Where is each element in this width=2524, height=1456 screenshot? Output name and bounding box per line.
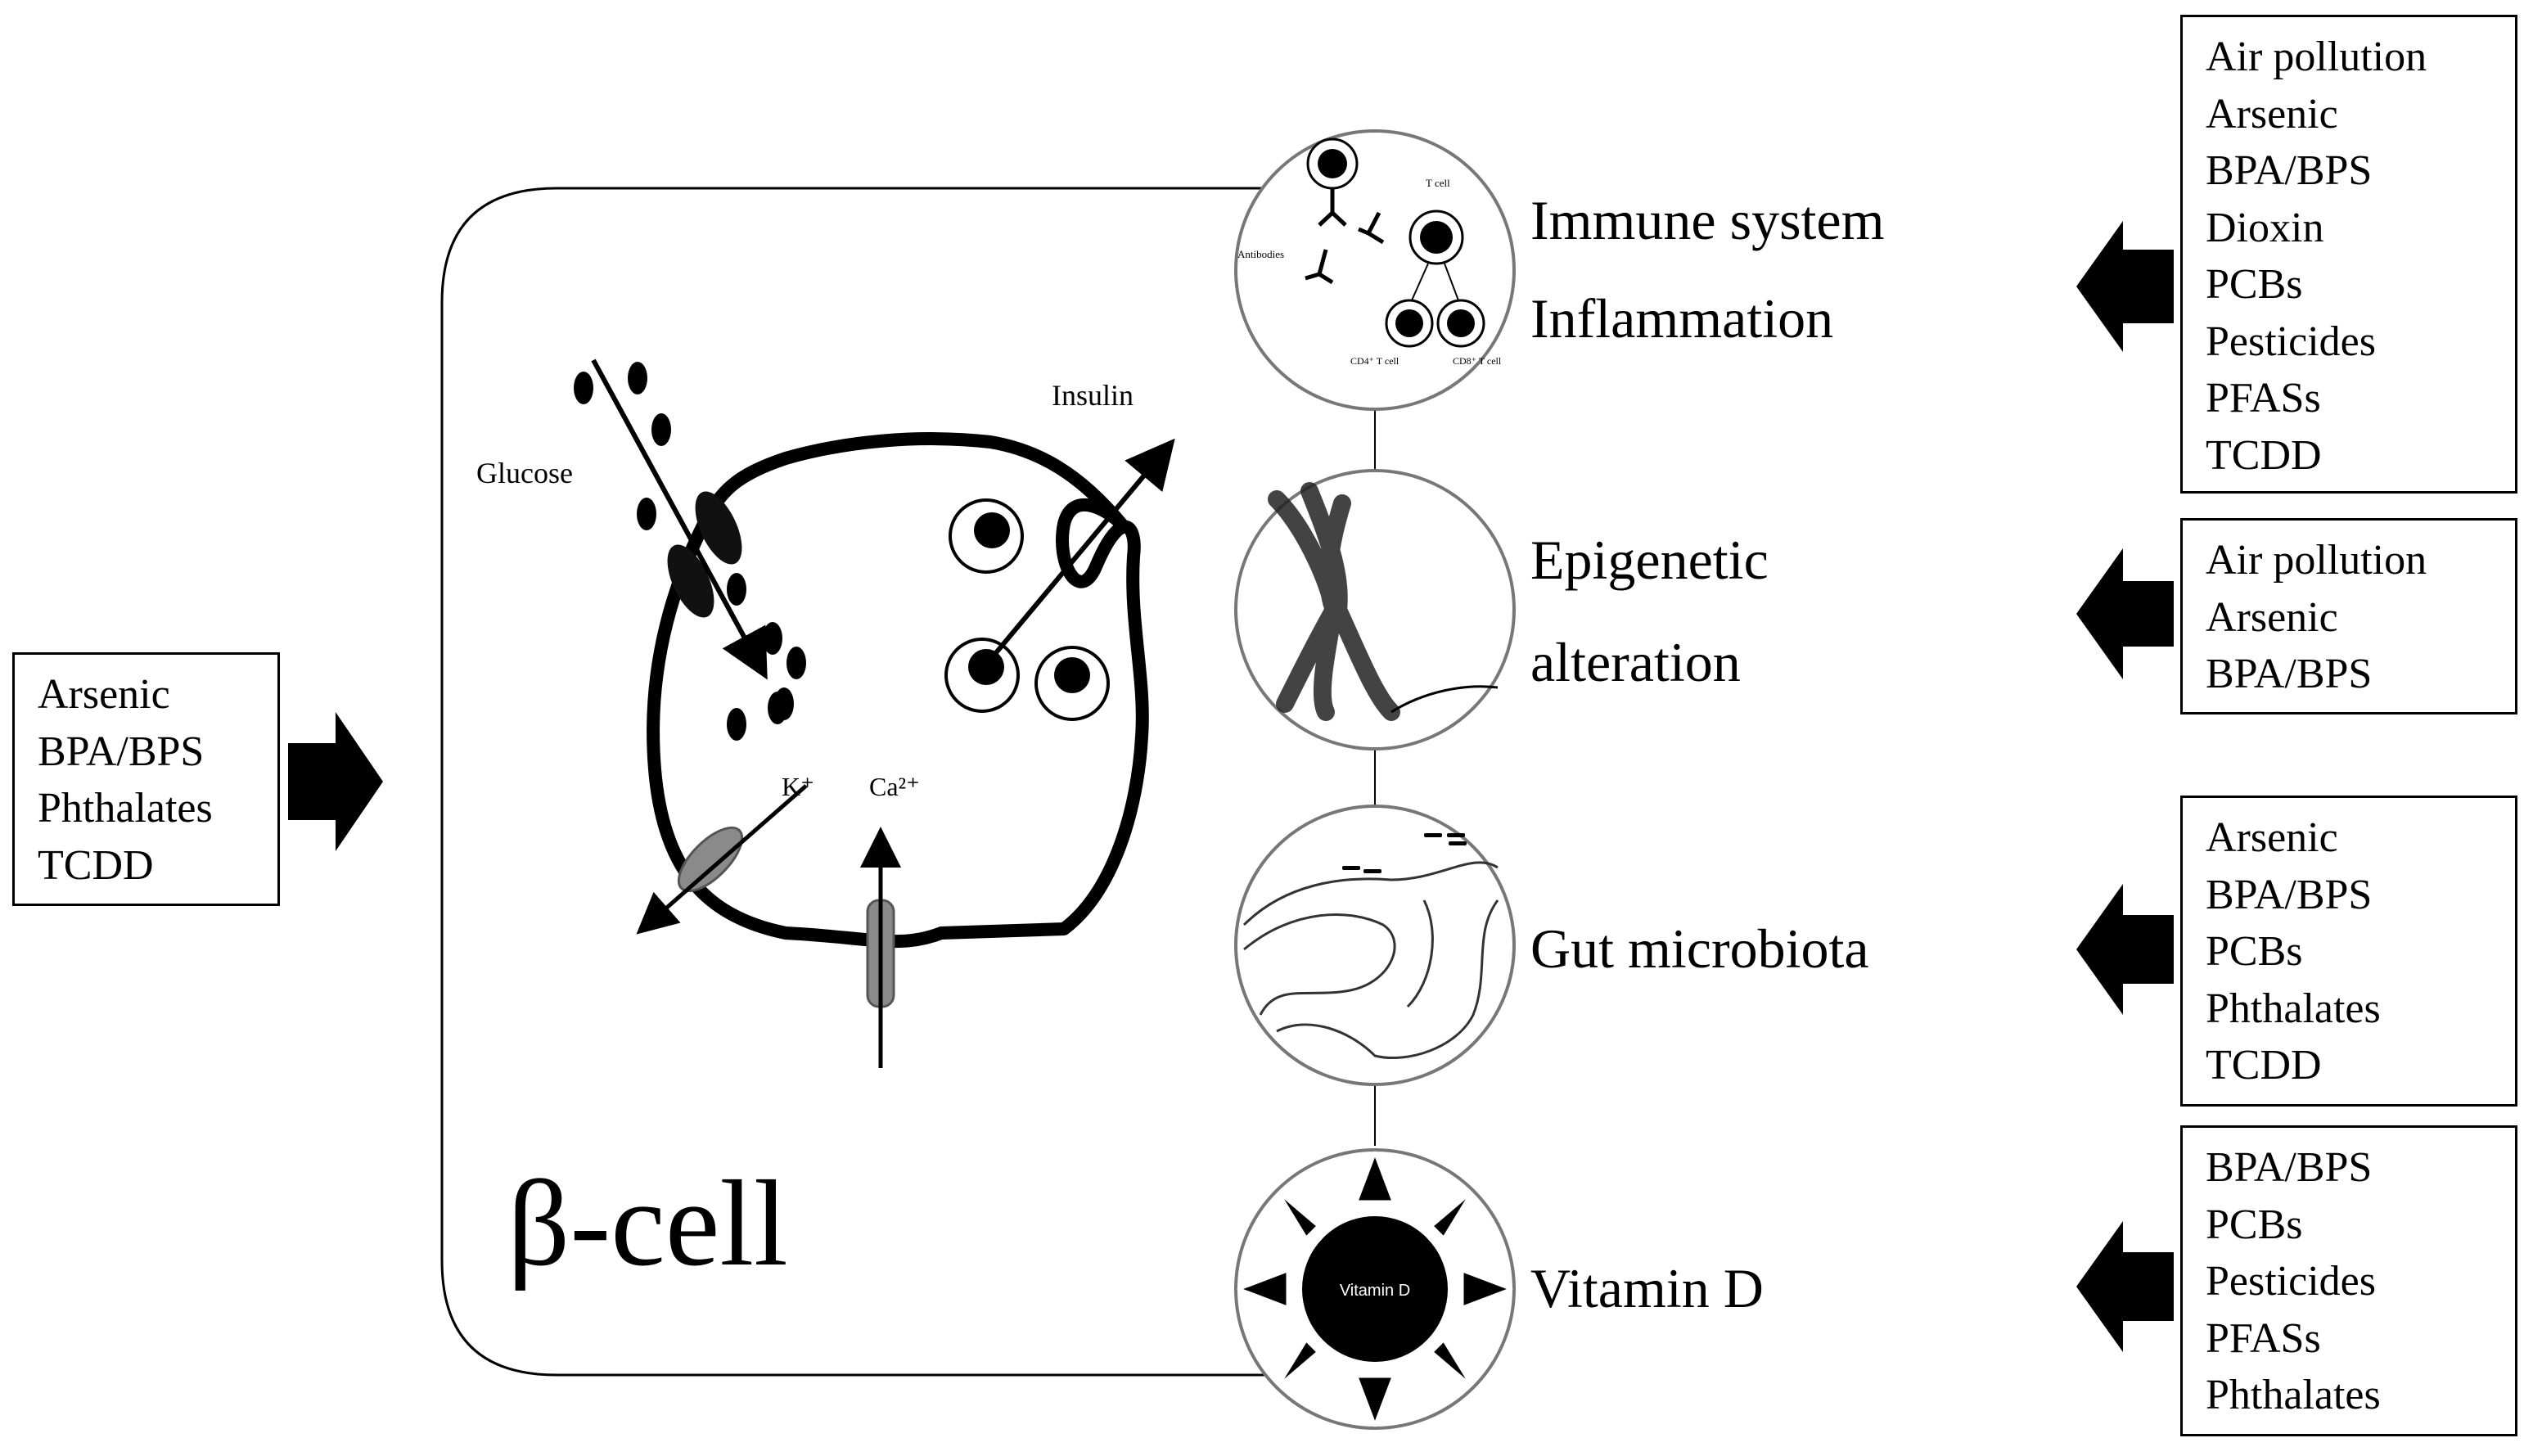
factor-label-inflammation: Inflammation (1530, 287, 1834, 349)
beta-cell-title: β-cell (507, 1156, 788, 1291)
chemical-item: PCBs (2206, 928, 2303, 975)
chemical-item: Air pollution (2206, 537, 2427, 584)
epigenetic-circle (1234, 469, 1516, 751)
chemical-item: Phthalates (2206, 985, 2381, 1032)
insulin-granules (944, 498, 1110, 721)
chemical-item: PCBs (2206, 261, 2303, 308)
chemical-item: Air pollution (2206, 34, 2427, 80)
k-channel (677, 826, 744, 893)
chemical-item: TCDD (2206, 1042, 2322, 1089)
factor-label-immune: Immune system (1530, 189, 1885, 251)
chemical-item: Phthalates (38, 785, 213, 832)
right-input-arrow-4 (2076, 1221, 2174, 1352)
chemical-item: Dioxin (2206, 204, 2324, 251)
intestine-icon (1242, 861, 1499, 1060)
chemical-item: Arsenic (2206, 90, 2338, 137)
immune-inset-label: CD8⁺ T cell (1453, 355, 1502, 367)
factor-label-gut: Gut microbiota (1530, 917, 1869, 980)
chemical-item: TCDD (38, 841, 154, 889)
chromosome-icon (1268, 482, 1400, 721)
immune-inset-label: CD4⁺ T cell (1350, 355, 1399, 367)
chemical-item: PFASs (2206, 1314, 2321, 1362)
immune-system-circle: T cell Antibodies CD4⁺ T cell CD8⁺ T cel… (1234, 129, 1516, 411)
chemical-item: BPA/BPS (2206, 871, 2373, 918)
factor-label-vitamin-d: Vitamin D (1530, 1257, 1764, 1319)
factor-label-alteration: alteration (1530, 631, 1741, 693)
k-arrow (636, 784, 808, 935)
potassium-label: K⁺ (782, 772, 814, 801)
immune-inset-label: Antibodies (1237, 248, 1284, 260)
vitamin-d-sun-icon (1297, 1211, 1453, 1367)
chemical-item: Arsenic (38, 671, 170, 718)
glucose-transporter (667, 544, 714, 618)
vitamin-d-inset-label: Vitamin D (1340, 1282, 1410, 1300)
vitamin-d-chemicals-box: BPA/BPS PCBs Pesticides PFASs Phthalates (2180, 1125, 2517, 1436)
chemical-item: BPA/BPS (38, 728, 205, 775)
immune-chemicals-box: Air pollution Arsenic BPA/BPS Dioxin PCB… (2180, 15, 2517, 494)
insulin-arrow (992, 438, 1175, 656)
right-input-arrow-3 (2076, 884, 2174, 1015)
vitamin-d-circle: Vitamin D (1234, 1148, 1516, 1430)
chemical-item: BPA/BPS (2206, 1144, 2373, 1191)
chemical-item: TCDD (2206, 431, 2322, 479)
chemical-item: Pesticides (2206, 318, 2376, 365)
left-chemicals-box: Arsenic BPA/BPS Phthalates TCDD (12, 652, 280, 906)
factor-label-epigenetic: Epigenetic (1530, 529, 1769, 591)
right-input-arrow-2 (2076, 548, 2174, 679)
chemical-item: PFASs (2206, 375, 2321, 421)
beta-cell-frame (440, 187, 1277, 1377)
insulin-label: Insulin (1052, 379, 1134, 412)
right-input-arrow-1 (2076, 221, 2174, 352)
chemical-item: Arsenic (2206, 593, 2338, 641)
calcium-label: Ca²⁺ (869, 772, 920, 801)
chemical-item: Pesticides (2206, 1258, 2376, 1305)
glucose-transporter (695, 491, 742, 565)
glucose-label: Glucose (476, 457, 573, 489)
chemical-item: BPA/BPS (2206, 651, 2373, 697)
chemical-item: PCBs (2206, 1201, 2303, 1248)
left-input-arrow (288, 712, 383, 851)
epigenetic-chemicals-box: Air pollution Arsenic BPA/BPS (2180, 518, 2517, 714)
glucose-arrow (591, 358, 768, 680)
glucose-molecules (574, 362, 806, 741)
gut-microbiota-circle (1234, 805, 1516, 1086)
chemical-item: BPA/BPS (2206, 147, 2373, 194)
chemical-item: Phthalates (2206, 1372, 2381, 1418)
chemical-item: Arsenic (2206, 814, 2338, 861)
gut-chemicals-box: Arsenic BPA/BPS PCBs Phthalates TCDD (2180, 796, 2517, 1107)
immune-inset-label: T cell (1426, 177, 1450, 189)
cell-membrane (647, 432, 1149, 949)
